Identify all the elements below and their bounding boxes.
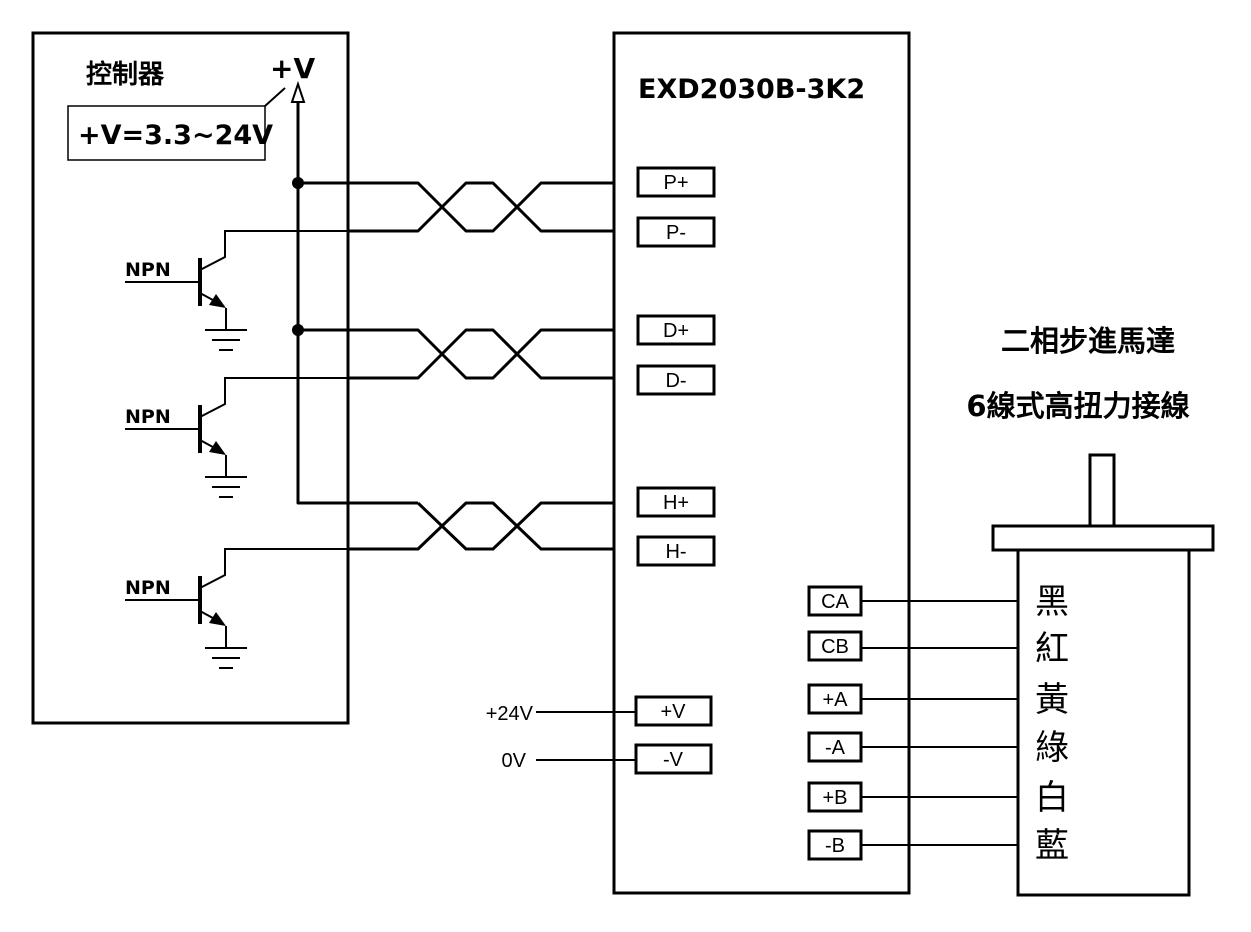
- terminal-a-plus: +A: [807, 683, 863, 715]
- svg-text:CB: CB: [821, 636, 849, 658]
- wire-d-plus: [298, 328, 638, 380]
- wire-color-label: 黑: [1035, 582, 1069, 622]
- terminal-cb: CB: [807, 630, 863, 662]
- terminal-d-minus: D-: [636, 364, 716, 396]
- terminal-h-minus: H-: [636, 535, 716, 567]
- svg-text:D+: D+: [663, 320, 689, 342]
- svg-text:P+: P+: [663, 172, 688, 194]
- power-source-24v: +24V: [486, 703, 534, 725]
- motor-subtitle: 6線式高扭力接線: [966, 389, 1189, 423]
- wire-p-minus: [348, 181, 638, 233]
- npn-label: NPN: [125, 577, 171, 599]
- terminal-b-plus: +B: [807, 781, 863, 813]
- svg-text:-B: -B: [825, 835, 845, 857]
- terminal-power-minus: -V: [634, 743, 713, 775]
- supply-leader-line: [264, 87, 286, 107]
- terminal-b-minus: -B: [807, 829, 863, 861]
- svg-text:P-: P-: [666, 222, 686, 244]
- wire-color-label: 黃: [1035, 680, 1069, 720]
- power-source-0v: 0V: [502, 750, 527, 772]
- svg-text:H+: H+: [663, 492, 689, 514]
- emitter-arrow-icon: [209, 441, 226, 455]
- npn-transistor-2: NPN: [125, 377, 348, 498]
- npn-label: NPN: [125, 259, 171, 281]
- terminal-h-plus: H+: [636, 486, 716, 518]
- wire-d-minus: [348, 328, 638, 380]
- controller-title: 控制器: [86, 60, 165, 90]
- svg-text:D-: D-: [665, 370, 686, 392]
- svg-text:CA: CA: [821, 591, 849, 613]
- npn-transistor-3: NPN: [125, 548, 348, 669]
- motor-shaft: [1088, 453, 1116, 528]
- motor-flange: [991, 524, 1215, 552]
- svg-text:-A: -A: [825, 737, 846, 759]
- svg-text:+A: +A: [822, 689, 848, 711]
- svg-text:-V: -V: [663, 749, 684, 771]
- terminal-p-minus: P-: [636, 216, 716, 248]
- wire-color-label: 藍: [1035, 826, 1069, 866]
- wire-p-plus: [298, 181, 638, 233]
- terminal-ca: CA: [807, 585, 863, 617]
- npn-transistor-1: NPN: [125, 230, 348, 351]
- supply-range-label: +V=3.3~24V: [78, 120, 273, 151]
- supply-range-box: [67, 105, 266, 161]
- svg-text:H-: H-: [665, 541, 686, 563]
- svg-text:+V: +V: [660, 701, 686, 723]
- wire-color-label: 白: [1035, 778, 1069, 818]
- emitter-arrow-icon: [209, 294, 226, 308]
- driver-model: EXD2030B-3K2: [638, 74, 865, 105]
- power-inputs: +24V 0V: [486, 703, 636, 772]
- terminal-d-plus: D+: [636, 314, 716, 346]
- driver-block: EXD2030B-3K2 P+ P- D+ D- H+ H- +: [612, 31, 911, 895]
- terminal-p-plus: P+: [636, 166, 716, 198]
- terminal-power-plus: +V: [634, 695, 713, 727]
- wire-color-label: 紅: [1035, 629, 1069, 669]
- supply-label: +V: [270, 52, 315, 85]
- wire-h-plus: [416, 501, 638, 551]
- motor-title: 二相步進馬達: [1001, 324, 1175, 358]
- wire-h-minus: [348, 501, 638, 551]
- terminal-a-minus: -A: [807, 731, 863, 763]
- signal-wires: [298, 181, 638, 551]
- motor-block: 二相步進馬達 6線式高扭力接線 黑 紅 黃 綠 白 藍: [861, 324, 1215, 897]
- emitter-arrow-icon: [209, 612, 226, 626]
- svg-text:+B: +B: [822, 787, 847, 809]
- wire-color-label: 綠: [1035, 728, 1069, 768]
- motor-body: [1016, 548, 1191, 897]
- supply-rail: [296, 102, 418, 505]
- npn-label: NPN: [125, 406, 171, 428]
